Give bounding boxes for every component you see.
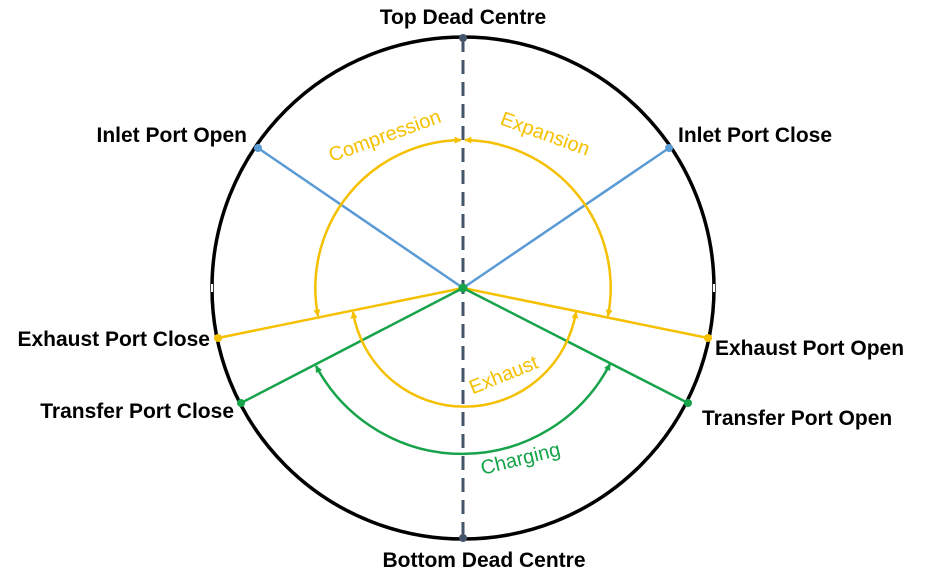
exhaust-label: Exhaust [466,352,542,400]
expansion-arc [464,136,613,317]
compression-arc [313,136,462,317]
bdc-point [459,534,467,542]
exhaust-open-label: Exhaust Port Open [715,337,904,360]
transfer-close-line [240,286,464,405]
exhaust-close-label: Exhaust Port Close [17,328,210,351]
exhaust-open-point [704,334,712,342]
bdc-label: Bottom Dead Centre [382,549,585,572]
inlet-close-point [665,144,673,152]
inlet-close-label: Inlet Port Close [678,124,832,147]
tdc-point [459,34,467,42]
inlet-close-line [462,146,670,290]
charging-arc [314,363,612,456]
transfer-open-point [684,399,692,407]
compression-label: Compression [326,106,444,167]
exhaust-open-line [462,286,709,340]
inlet-open-line [257,146,464,290]
transfer-close-point [237,399,245,407]
transfer-close-label: Transfer Port Close [40,400,234,423]
inlet-open-point [254,144,262,152]
expansion-label: Expansion [497,108,592,161]
crank-centre [458,283,468,293]
exhaust-arc [350,311,579,408]
tdc-label: Top Dead Centre [380,6,546,29]
exhaust-close-line [217,286,464,340]
inlet-open-label: Inlet Port Open [96,124,247,147]
exhaust-close-point [214,334,222,342]
transfer-open-label: Transfer Port Open [702,407,892,430]
